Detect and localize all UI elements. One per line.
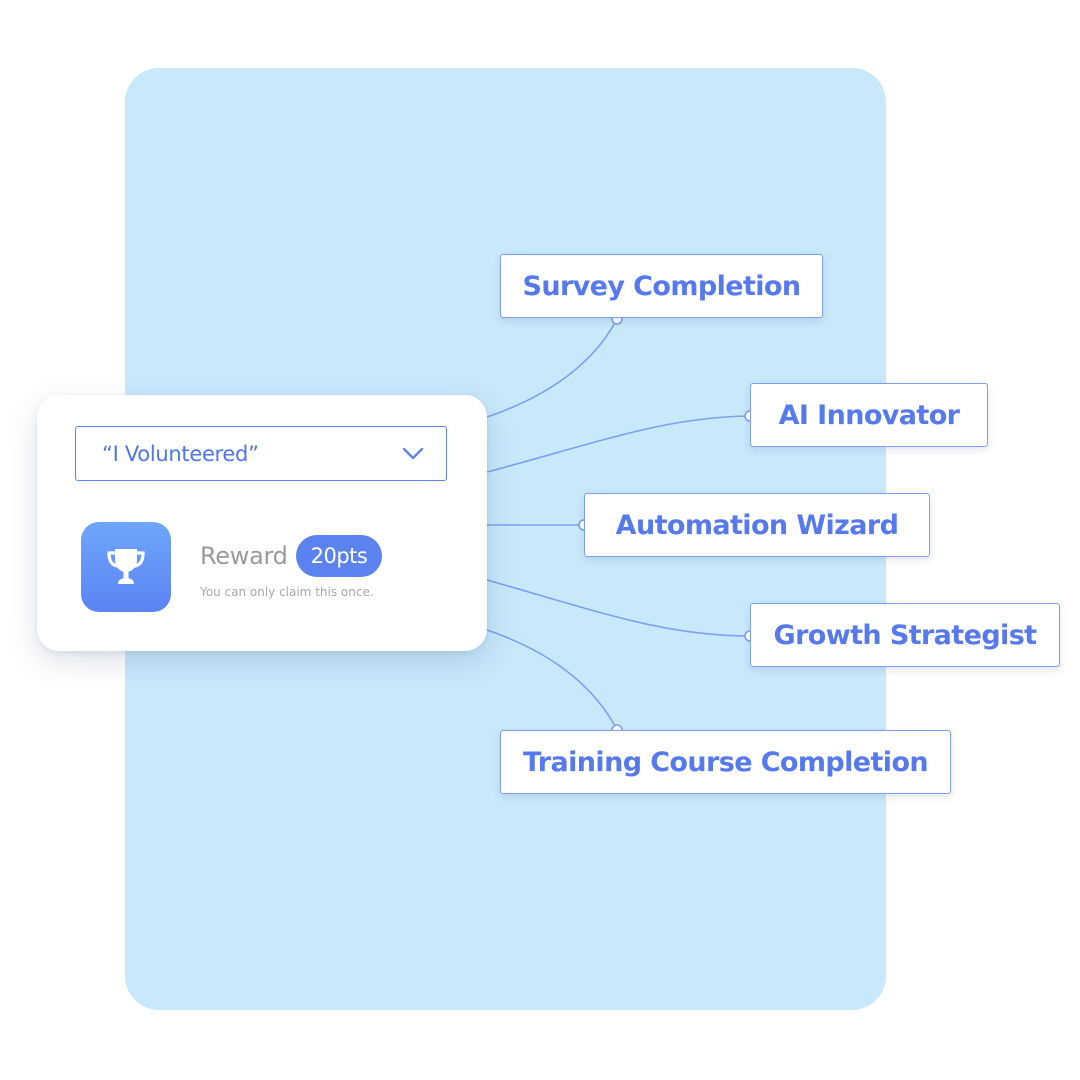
badge-training-course-completion[interactable]: Training Course Completion (500, 730, 951, 794)
connector-training-course (486, 629, 618, 731)
chevron-down-icon[interactable] (402, 447, 424, 461)
points-badge: 20pts (295, 535, 383, 577)
badge-label: Growth Strategist (773, 619, 1038, 651)
badge-growth-strategist[interactable]: Growth Strategist (750, 603, 1060, 667)
reward-card: “I Volunteered” Reward 20pts You can onl… (37, 395, 487, 651)
reward-label: Reward (200, 542, 288, 570)
badge-trigger-dropdown[interactable]: “I Volunteered” (75, 426, 447, 481)
dropdown-selected-value: “I Volunteered” (102, 441, 259, 466)
reward-row: Reward 20pts (200, 535, 383, 577)
badge-label: Automation Wizard (615, 509, 899, 541)
badge-label: Training Course Completion (522, 746, 929, 778)
badge-label: AI Innovator (778, 399, 960, 431)
connector-ai-innovator (486, 415, 751, 473)
trophy-icon (81, 522, 171, 612)
badge-label: Survey Completion (522, 270, 801, 302)
badge-survey-completion[interactable]: Survey Completion (500, 254, 823, 318)
claim-once-note: You can only claim this once. (200, 585, 374, 599)
badge-ai-innovator[interactable]: AI Innovator (750, 383, 988, 447)
badge-automation-wizard[interactable]: Automation Wizard (584, 493, 930, 557)
connector-survey-completion (486, 318, 618, 418)
connector-growth-strategist (486, 579, 751, 637)
